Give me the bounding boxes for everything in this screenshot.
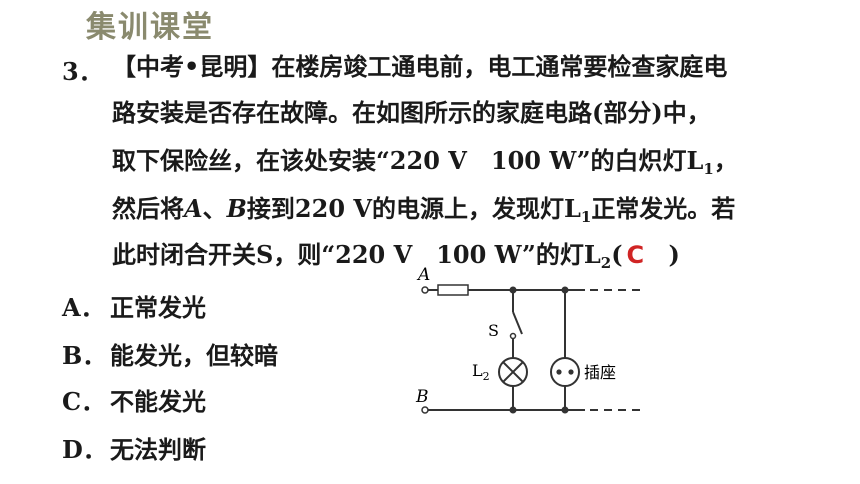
lamp-label-letter: L [472, 361, 483, 380]
option-d-letter: D． [62, 435, 107, 464]
terminal-b-ref: B [226, 194, 247, 223]
option-c-letter: C． [62, 387, 106, 416]
slide-title: 集训课堂 [86, 10, 214, 45]
socket-label: 插座 [584, 363, 616, 382]
terminal-a-ref: A [184, 194, 203, 223]
answer-slot: C [623, 240, 669, 270]
subscript-1b: 1 [580, 208, 592, 226]
option-a[interactable]: A．正常发光 [62, 288, 206, 323]
question-line-4-end: 正常发光。若 [591, 194, 736, 223]
terminal-b-node [421, 406, 429, 414]
question-line-1: 【中考•昆明】在楼房竣工通电前，电工通常要检查家庭电 [112, 52, 728, 81]
question-line-2: 路安装是否存在故障。在如图所示的家庭电路(部分)中， [112, 98, 711, 127]
switch-contact [509, 332, 517, 340]
answer-mark: C [626, 241, 645, 269]
lamp-label: L2 [472, 361, 490, 383]
terminal-a-node [421, 286, 429, 294]
option-b-text: 能发光，但较暗 [110, 341, 278, 370]
subscript-1: 1 [703, 160, 714, 178]
option-d-text: 无法判断 [110, 435, 206, 464]
option-d[interactable]: D．无法判断 [62, 430, 206, 465]
question-line-3-text: 取下保险丝，在该处安装“220 V 100 W”的白炽灯L [112, 146, 704, 175]
question-line-5-text: 此时闭合开关S，则“220 V 100 W”的灯L [112, 240, 601, 269]
circuit-diagram: A B S L2 插座 [415, 265, 642, 414]
option-a-text: 正常发光 [110, 293, 206, 322]
separator: 、 [202, 194, 227, 223]
question-line-3-end: ， [713, 146, 738, 175]
terminal-a-label: A [416, 265, 430, 285]
option-b[interactable]: B．能发光，但较暗 [62, 336, 278, 371]
question-line-5: 此时闭合开关S，则“220 V 100 W”的灯L2(C ) [112, 240, 680, 278]
close-paren: ) [668, 240, 680, 269]
socket-pin-2 [568, 369, 574, 375]
open-paren: ( [611, 240, 623, 269]
subscript-2: 2 [600, 254, 612, 272]
lamp-label-sub: 2 [483, 370, 490, 383]
option-c[interactable]: C．不能发光 [62, 382, 206, 417]
fuse [437, 284, 469, 296]
switch-label: S [488, 321, 499, 340]
switch-blade [512, 311, 523, 335]
option-c-text: 不能发光 [110, 387, 206, 416]
lamp-filament-2 [502, 361, 524, 383]
question-line-4: 然后将A、B接到220 V的电源上，发现灯L1正常发光。若 [112, 194, 735, 232]
question-line-3: 取下保险丝，在该处安装“220 V 100 W”的白炽灯L1， [112, 146, 738, 184]
question-line-4-mid: 接到220 V的电源上，发现灯L [246, 194, 581, 223]
question-number: 3． [62, 57, 103, 86]
terminal-b-label: B [415, 387, 429, 407]
socket [550, 357, 580, 387]
option-a-letter: A． [62, 293, 105, 322]
option-b-letter: B． [62, 341, 107, 370]
question-line-4-text: 然后将 [112, 194, 184, 223]
socket-pin-1 [556, 369, 562, 375]
